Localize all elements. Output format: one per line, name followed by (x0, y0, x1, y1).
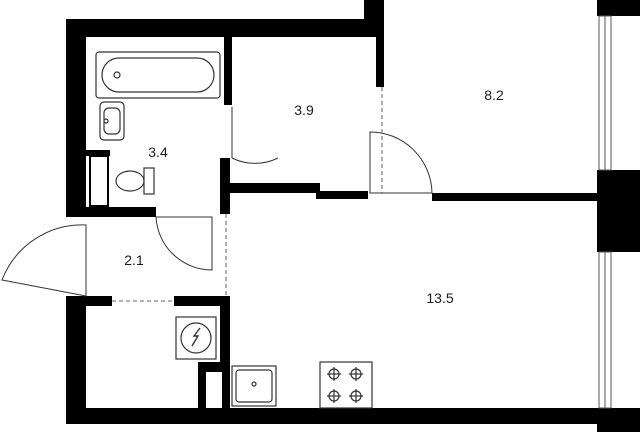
room-area-bathroom: 3.4 (148, 144, 168, 160)
room-area-small-room: 3.9 (294, 102, 314, 118)
entrance-door-swing (1, 224, 87, 297)
toilet-icon (115, 167, 155, 195)
bathtub-icon (95, 51, 221, 99)
thresholds (112, 87, 383, 302)
walls (66, 0, 640, 432)
windows (598, 15, 612, 409)
doors (1, 107, 433, 297)
room-area-living-kitchen: 13.5 (426, 290, 453, 306)
bedroom-door-swing (369, 131, 433, 194)
stove-icon (319, 361, 373, 409)
room-area-bedroom: 8.2 (484, 87, 504, 103)
room-area-hall: 2.1 (124, 252, 144, 268)
bathroom-door-swing (231, 107, 279, 164)
washbasin-icon (99, 101, 125, 141)
sink-icon (231, 365, 277, 407)
hall-door-swing (155, 216, 213, 271)
boiler-icon (175, 316, 217, 360)
bathroom-cabinet (89, 155, 109, 207)
